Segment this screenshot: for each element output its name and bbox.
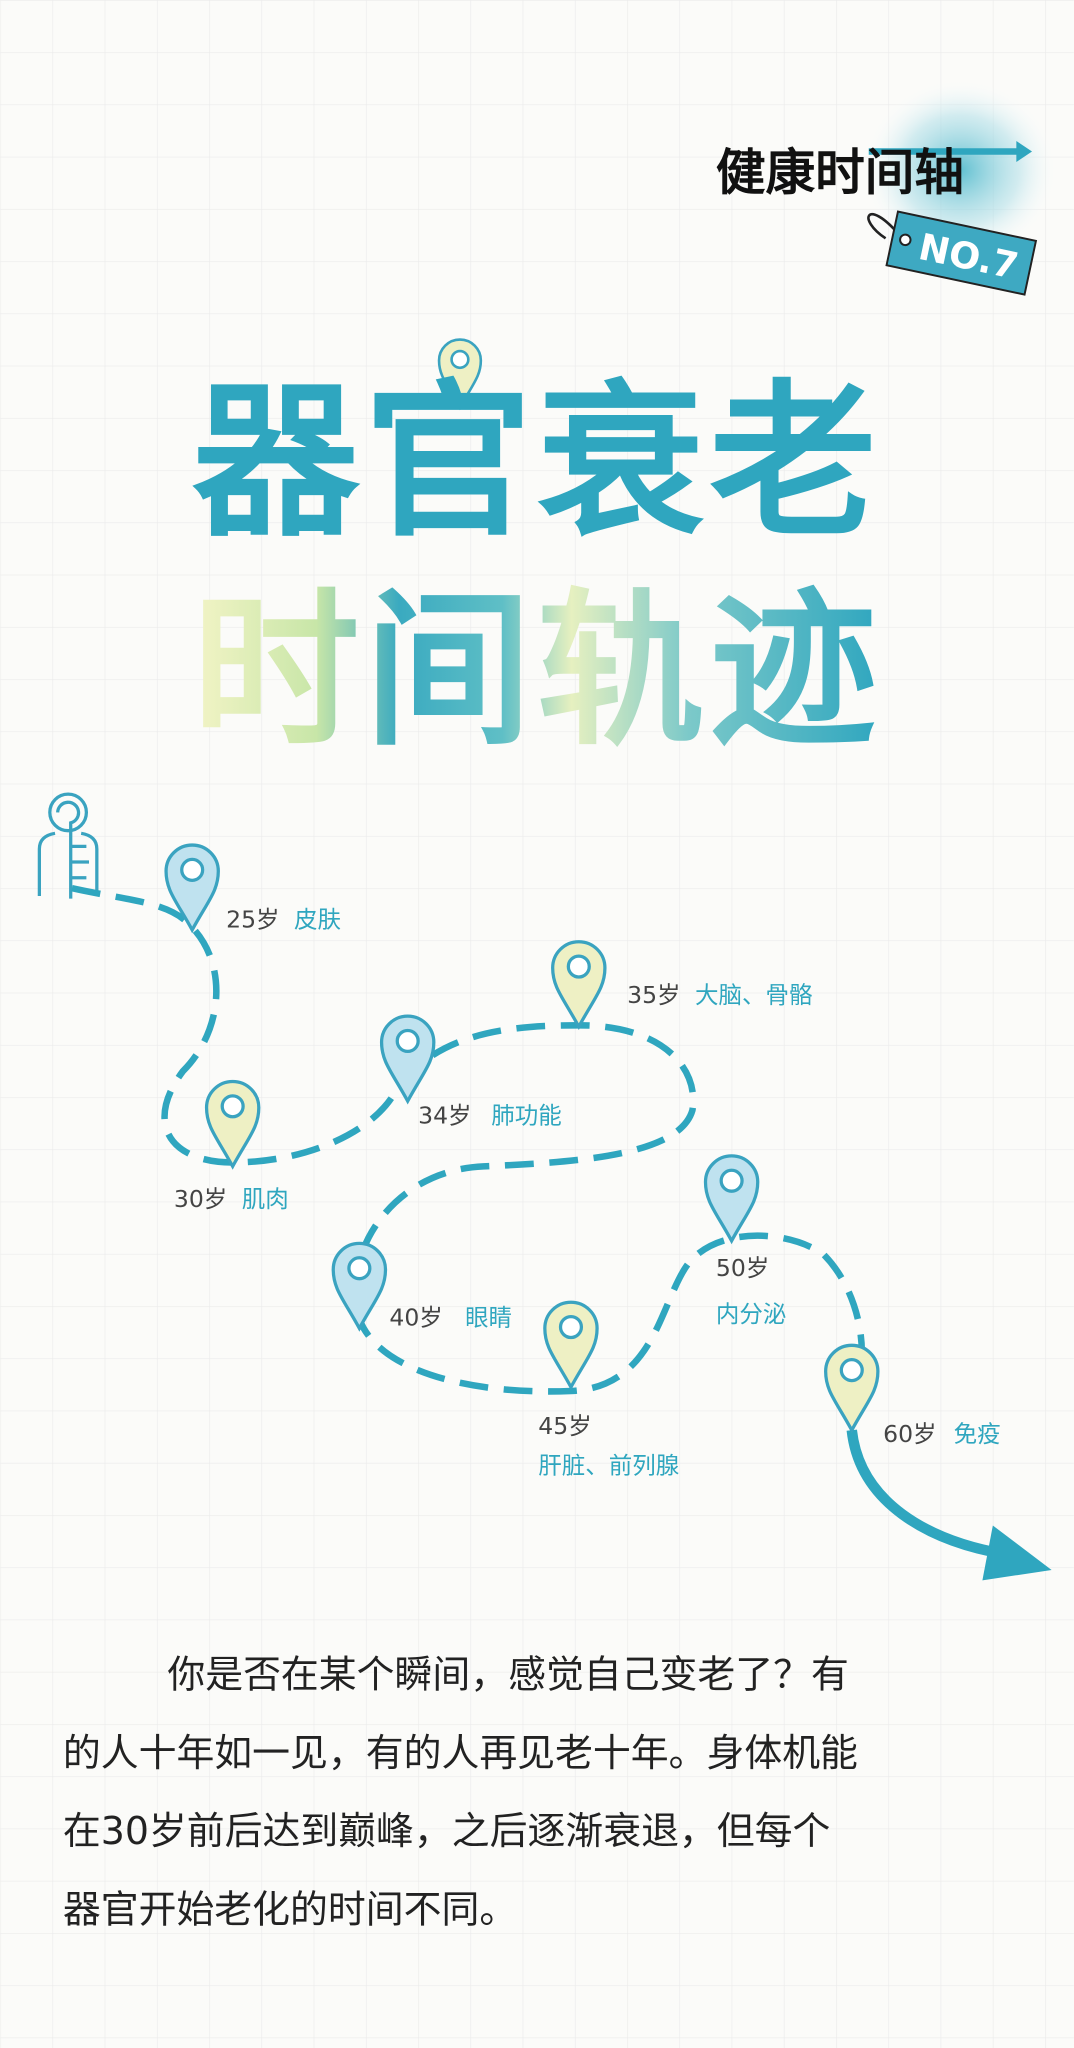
age-34: 34岁 xyxy=(418,1101,471,1129)
tag-string-icon xyxy=(867,213,899,240)
title-line1: 器官衰老 xyxy=(192,366,882,560)
organ-40: 眼睛 xyxy=(465,1304,512,1332)
timeline-arrow xyxy=(846,1429,1007,1560)
age-35: 35岁 xyxy=(627,981,680,1009)
organ-25: 皮肤 xyxy=(294,905,341,933)
age-25: 25岁 xyxy=(226,905,279,933)
organ-60: 免疫 xyxy=(954,1420,1001,1448)
organ-30: 肌肉 xyxy=(242,1185,289,1213)
timeline-route xyxy=(71,884,866,1395)
organ-35: 大脑、骨骼 xyxy=(695,981,813,1009)
age-40: 40岁 xyxy=(389,1304,442,1332)
human-body-icon xyxy=(37,792,99,899)
title-line2: 时间轨迹 xyxy=(192,575,882,769)
series-title: 健康时间轴 xyxy=(716,143,964,201)
age-30: 30岁 xyxy=(174,1185,227,1213)
arrow-head-icon xyxy=(982,1525,1052,1581)
paragraph-line: 的人十年如一见，有的人再见老十年。身体机能 xyxy=(63,1731,858,1775)
age-50: 50岁 xyxy=(716,1254,769,1282)
paragraph-line: 器官开始老化的时间不同。 xyxy=(63,1888,517,1932)
organ-34: 肺功能 xyxy=(491,1101,562,1129)
header-arrow-head xyxy=(1016,141,1033,162)
organ-50: 内分泌 xyxy=(716,1300,787,1328)
organ-45: 肝脏、前列腺 xyxy=(538,1451,679,1479)
paragraph-line: 你是否在某个瞬间，感觉自己变老了？有 xyxy=(167,1653,848,1697)
paragraph-line: 在30岁前后达到巅峰，之后逐渐衰退，但每个 xyxy=(63,1809,831,1853)
age-45: 45岁 xyxy=(538,1412,591,1440)
age-60: 60岁 xyxy=(883,1420,936,1448)
